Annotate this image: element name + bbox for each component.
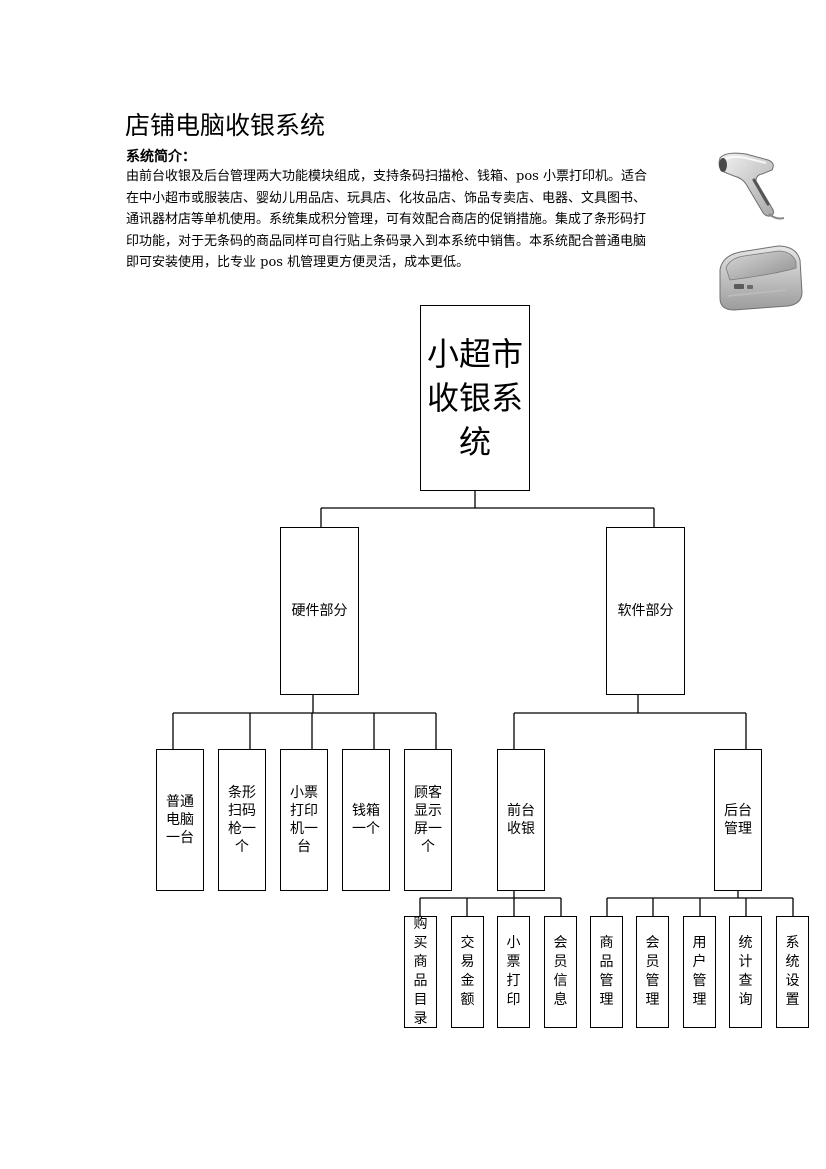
back-item-system-settings: 系统设置	[776, 916, 809, 1028]
intro-line: 通讯器材店等单机使用。系统集成积分管理，可有效配合商店的促销措施。集成了条形码打	[126, 212, 647, 227]
intro-line: 在中小超市或服装店、婴幼儿用品店、玩具店、化妆品店、饰品专卖店、电器、文具图书、	[126, 190, 647, 206]
hardware-item-computer: 普通电脑一台	[156, 749, 204, 891]
software-label: 软件部分	[617, 603, 674, 619]
back-office-label: 后台管理	[724, 803, 752, 837]
hardware-item-label: 顾客显示屏一个	[414, 785, 442, 855]
back-item-label: 会员管理	[645, 935, 660, 1008]
back-item-user-management: 用户管理	[683, 916, 716, 1028]
document-title: 店铺电脑收银系统	[125, 111, 326, 140]
back-item-label: 商品管理	[599, 935, 614, 1008]
hardware-item-customer-display: 顾客显示屏一个	[404, 749, 452, 891]
back-item-statistics-query: 统计查询	[729, 916, 762, 1028]
hardware-item-printer: 小票打印机一台	[280, 749, 328, 891]
back-item-label: 统计查询	[738, 935, 753, 1008]
root-node: 小超市收银系统	[420, 305, 530, 491]
intro-line: 即可安装使用，比专业 pos 机管理更方便灵活，成本更低。	[126, 255, 470, 270]
intro-line: 印功能，对于无条码的商品同样可自行贴上条码录入到本系统中销售。本系统配合普通电脑	[126, 233, 647, 249]
hardware-item-label: 小票打印机一台	[290, 785, 318, 855]
hardware-label: 硬件部分	[291, 603, 348, 619]
front-desk-label: 前台收银	[507, 803, 535, 837]
front-item-member-info: 会员信息	[544, 916, 577, 1028]
hardware-item-label: 普通电脑一台	[166, 794, 194, 846]
hardware-item-label: 条形扫码枪一个	[228, 785, 256, 855]
back-item-label: 用户管理	[692, 935, 707, 1008]
front-item-purchase-catalog: 购买商品目录	[404, 916, 437, 1028]
intro-line: 由前台收银及后台管理两大功能模块组成，支持条码扫描枪、钱箱、pos 小票打印机。…	[126, 169, 647, 184]
back-item-label: 系统设置	[785, 935, 800, 1008]
intro-heading: 系统简介：	[126, 149, 196, 165]
front-item-label: 会员信息	[553, 935, 568, 1008]
front-item-receipt-print: 小票打印	[497, 916, 530, 1028]
root-label: 小超市收银系统	[426, 335, 523, 461]
back-item-member-management: 会员管理	[636, 916, 669, 1028]
barcode-scanner-image	[718, 152, 785, 220]
back-item-product-management: 商品管理	[590, 916, 623, 1028]
front-item-label: 小票打印	[506, 935, 521, 1008]
hardware-item-cash-drawer: 钱箱一个	[342, 749, 390, 891]
hardware-item-scanner: 条形扫码枪一个	[218, 749, 266, 891]
front-item-label: 购买商品目录	[413, 916, 428, 1027]
hardware-node: 硬件部分	[280, 527, 359, 695]
back-office-node: 后台管理	[714, 749, 762, 891]
software-node: 软件部分	[606, 527, 685, 695]
front-desk-node: 前台收银	[497, 749, 545, 891]
intro-paragraph: 由前台收银及后台管理两大功能模块组成，支持条码扫描枪、钱箱、pos 小票打印机。…	[126, 166, 706, 274]
front-item-label: 交易金额	[460, 935, 475, 1008]
receipt-printer-image	[719, 245, 803, 311]
front-item-transaction-amount: 交易金额	[451, 916, 484, 1028]
hardware-item-label: 钱箱一个	[352, 803, 380, 837]
